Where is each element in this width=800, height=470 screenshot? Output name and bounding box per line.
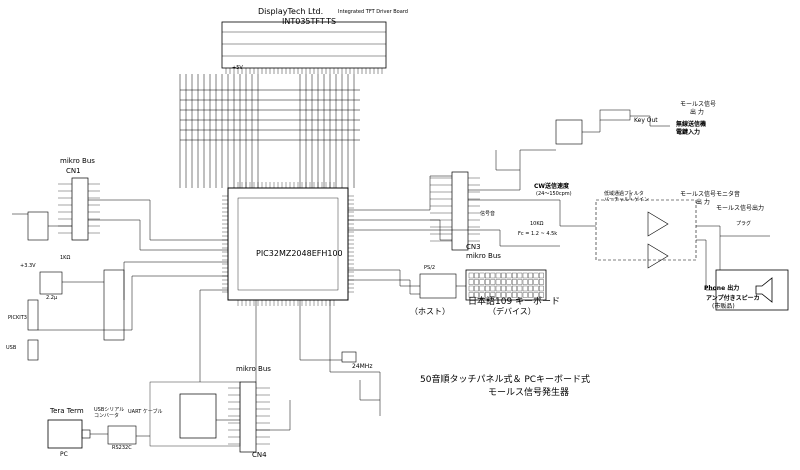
mcu-chip: [227, 187, 349, 301]
filter-label2: バーチャル・ゲイン: [604, 197, 649, 203]
pc-label: PC: [60, 451, 68, 458]
title-line1: 50音順タッチパネル式＆ PCキーボード式: [420, 375, 591, 385]
icsp-label: PICKIT3: [8, 315, 27, 321]
optocoupler: [555, 119, 583, 145]
cn1-connector: [71, 177, 89, 241]
rs232c: RS232C: [112, 445, 132, 451]
ps2-label: PS/2: [424, 265, 436, 271]
speaker-icon: [755, 277, 773, 303]
keyboard-name: 日本語109 キーボード: [468, 297, 561, 307]
mcu-name: PIC32MZ2048EFH100: [256, 249, 343, 258]
filter-label: 低域通過フィルタ: [604, 191, 644, 197]
uart-cable: UART ケーブル: [128, 409, 163, 415]
cw-range: (24～150cpm): [536, 191, 572, 197]
r1k-left: 1KΩ: [60, 255, 71, 261]
cn3-connector: [451, 171, 469, 251]
v33-left: +3.3V: [20, 263, 36, 269]
monitor-out: モールス信号モニタ音: [680, 191, 741, 198]
cn3-label: CN3: [466, 243, 481, 251]
plug-label: プラグ: [736, 221, 752, 227]
morse-out-top: モールス信号: [680, 101, 717, 108]
amp-speaker: アンプ付きスピーカ: [706, 295, 760, 302]
crystal: [341, 351, 357, 363]
morse-out-top2: 出 力: [690, 109, 704, 116]
tone-label: 信号音: [480, 211, 496, 217]
usb-serial-ic: [179, 393, 217, 439]
crystal-freq: 24MHz: [352, 363, 373, 370]
board-maker: DisplayTech Ltd.: [258, 7, 324, 16]
tone-val: Fc = 1.2 ~ 4.5k: [518, 231, 558, 237]
cn1-label: CN1: [66, 167, 81, 175]
wireless-in: 無線送信機: [676, 121, 707, 128]
r10k: 10KΩ: [530, 221, 544, 227]
cw-speed: CW送信速度: [534, 183, 570, 190]
mikro-bus-bottom-label: mikro Bus: [236, 365, 271, 373]
board-model: INT035TFT-TS: [282, 17, 337, 26]
tera-term: Tera Term: [50, 407, 84, 415]
filter-block: [595, 199, 697, 261]
board-maker-sub: Integrated TFT Driver Board: [338, 9, 408, 15]
phone-out: Phone 出力: [704, 285, 740, 292]
pc-box: [47, 419, 83, 449]
keyboard-device: （デバイス）: [488, 307, 536, 316]
tft-connector: [221, 21, 387, 69]
signal-out-mid: モールス信号出力: [716, 205, 765, 212]
title-line2: モールス信号発生器: [488, 388, 570, 398]
usb-label: USB: [6, 345, 17, 351]
key-out: Key Out: [634, 117, 658, 124]
mikro-bus-left-label: mikro Bus: [60, 157, 95, 165]
monitor-out2: 出 力: [696, 199, 710, 206]
cn4-connector: [239, 381, 257, 453]
wireless-in2: 電鍵入力: [676, 129, 701, 136]
cap22: 2.2μ: [46, 295, 58, 301]
cn4-label: CN4: [252, 451, 267, 459]
keyboard-box: [465, 269, 547, 301]
usb-serial: USBシリアル: [94, 407, 125, 413]
amp-speaker2: (市販品): [712, 303, 735, 310]
converter: コンバータ: [94, 413, 120, 419]
keyboard-host: （ホスト）: [410, 307, 450, 316]
mikro-bus-right-label: mikro Bus: [466, 252, 501, 260]
v5-top: +5V: [232, 65, 243, 71]
